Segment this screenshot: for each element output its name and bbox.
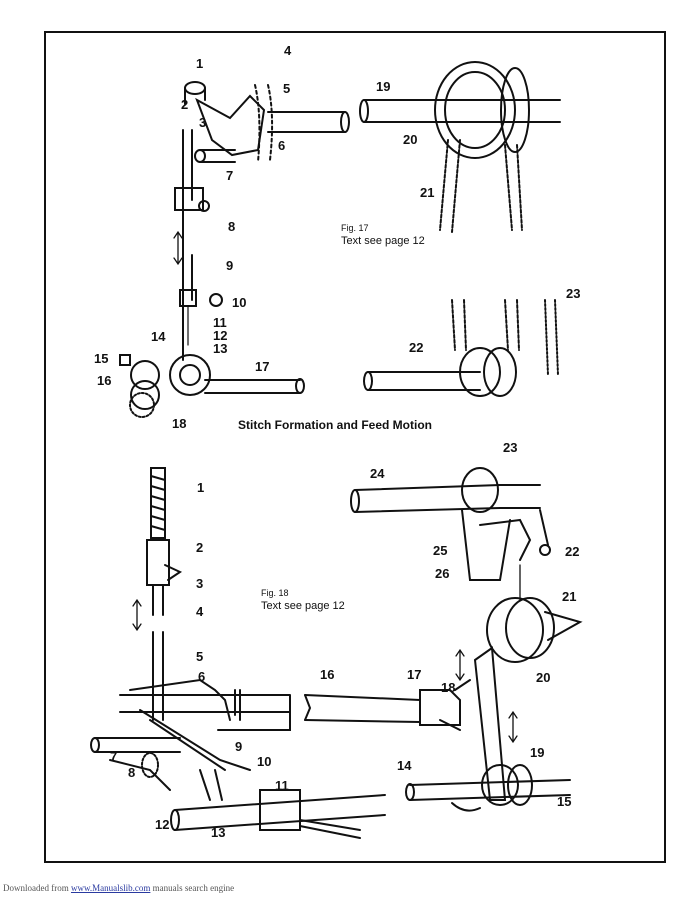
fig18-label-10: 10 — [257, 754, 272, 769]
fig17-label-18: 18 — [172, 416, 187, 431]
fig18-arm-shaft-mechanism — [350, 467, 583, 663]
fig17-label-4: 4 — [284, 43, 292, 58]
fig17-label-20: 20 — [403, 132, 418, 147]
fig17-label-2: 2 — [181, 97, 189, 112]
fig18-label-13: 13 — [211, 825, 226, 840]
fig18-rock-shaft — [304, 646, 518, 801]
fig18-label-6: 6 — [198, 669, 206, 684]
fig17-belt-pulley-bottom — [363, 299, 559, 397]
fig17-label-22: 22 — [409, 340, 424, 355]
fig18-lower-shaft — [405, 764, 571, 812]
fig18-label-20: 20 — [536, 670, 551, 685]
fig18-feed-mechanism — [90, 678, 386, 839]
fig17-label-17: 17 — [255, 359, 270, 374]
fig18-label-22: 22 — [565, 544, 580, 559]
fig17-label-1: 1 — [196, 56, 204, 71]
fig18-label-3: 3 — [196, 576, 204, 591]
fig17-label-3: 3 — [199, 115, 207, 130]
fig17-label-11: 11 — [213, 315, 227, 330]
fig18-label-12: 12 — [155, 817, 170, 832]
footer-prefix: Downloaded from — [3, 883, 71, 893]
fig17-hook-assembly — [119, 354, 305, 418]
fig17-label-9: 9 — [226, 258, 234, 273]
page-frame — [44, 31, 666, 863]
fig17-label-13: 13 — [213, 341, 228, 356]
fig17-label-6: 6 — [278, 138, 286, 153]
fig18-label-19: 19 — [530, 745, 545, 760]
fig17-label-14: 14 — [151, 329, 166, 344]
fig18-label-17: 17 — [407, 667, 422, 682]
fig17-label-23: 23 — [566, 286, 581, 301]
fig18-label-18: 18 — [441, 680, 456, 695]
fig17-label-16: 16 — [97, 373, 112, 388]
fig17-label-15: 15 — [94, 351, 109, 366]
fig17-label-12: 12 — [213, 328, 228, 343]
fig18-label-14: 14 — [397, 758, 412, 773]
fig18-label-15: 15 — [557, 794, 572, 809]
fig18-label-25: 25 — [433, 543, 448, 558]
fig17-upper-mechanism — [184, 81, 350, 163]
fig17-label-7: 7 — [226, 168, 234, 183]
fig18-presser-bar — [132, 467, 183, 721]
fig18-text: Text see page 12 — [261, 600, 345, 612]
fig17-label-8: 8 — [228, 219, 236, 234]
fig17-label-5: 5 — [283, 81, 291, 96]
section-title: Stitch Formation and Feed Motion — [238, 418, 432, 432]
fig18-label-21: 21 — [562, 589, 577, 604]
fig18-label-7: 7 — [110, 749, 118, 764]
fig18-label-16: 16 — [320, 667, 335, 682]
fig17-number: Fig. 17 — [341, 223, 369, 233]
fig18-label-26: 26 — [435, 566, 450, 581]
fig18-label-1: 1 — [197, 480, 205, 495]
fig17-label-21: 21 — [420, 185, 435, 200]
fig18-label-5: 5 — [196, 649, 204, 664]
fig17-label-10: 10 — [232, 295, 247, 310]
fig18-label-23: 23 — [503, 440, 518, 455]
fig18-label-8: 8 — [128, 765, 136, 780]
fig18-label-9: 9 — [235, 739, 243, 754]
download-footer: Downloaded from www.Manualslib.com manua… — [3, 883, 234, 893]
fig18-label-4: 4 — [196, 604, 204, 619]
fig17-text: Text see page 12 — [341, 235, 425, 247]
fig18-number: Fig. 18 — [261, 588, 289, 598]
fig18-label-24: 24 — [370, 466, 385, 481]
fig17-belt-pulley-top — [359, 61, 561, 233]
fig17-label-19: 19 — [376, 79, 391, 94]
fig17-needle-bar — [173, 129, 223, 361]
footer-suffix: manuals search engine — [150, 883, 235, 893]
fig18-label-2: 2 — [196, 540, 204, 555]
fig18-caption: Fig. 18 Text see page 12 — [261, 587, 345, 613]
fig17-caption: Fig. 17 Text see page 12 — [341, 222, 425, 248]
footer-link[interactable]: www.Manualslib.com — [70, 883, 151, 893]
fig18-label-11: 11 — [275, 778, 289, 793]
